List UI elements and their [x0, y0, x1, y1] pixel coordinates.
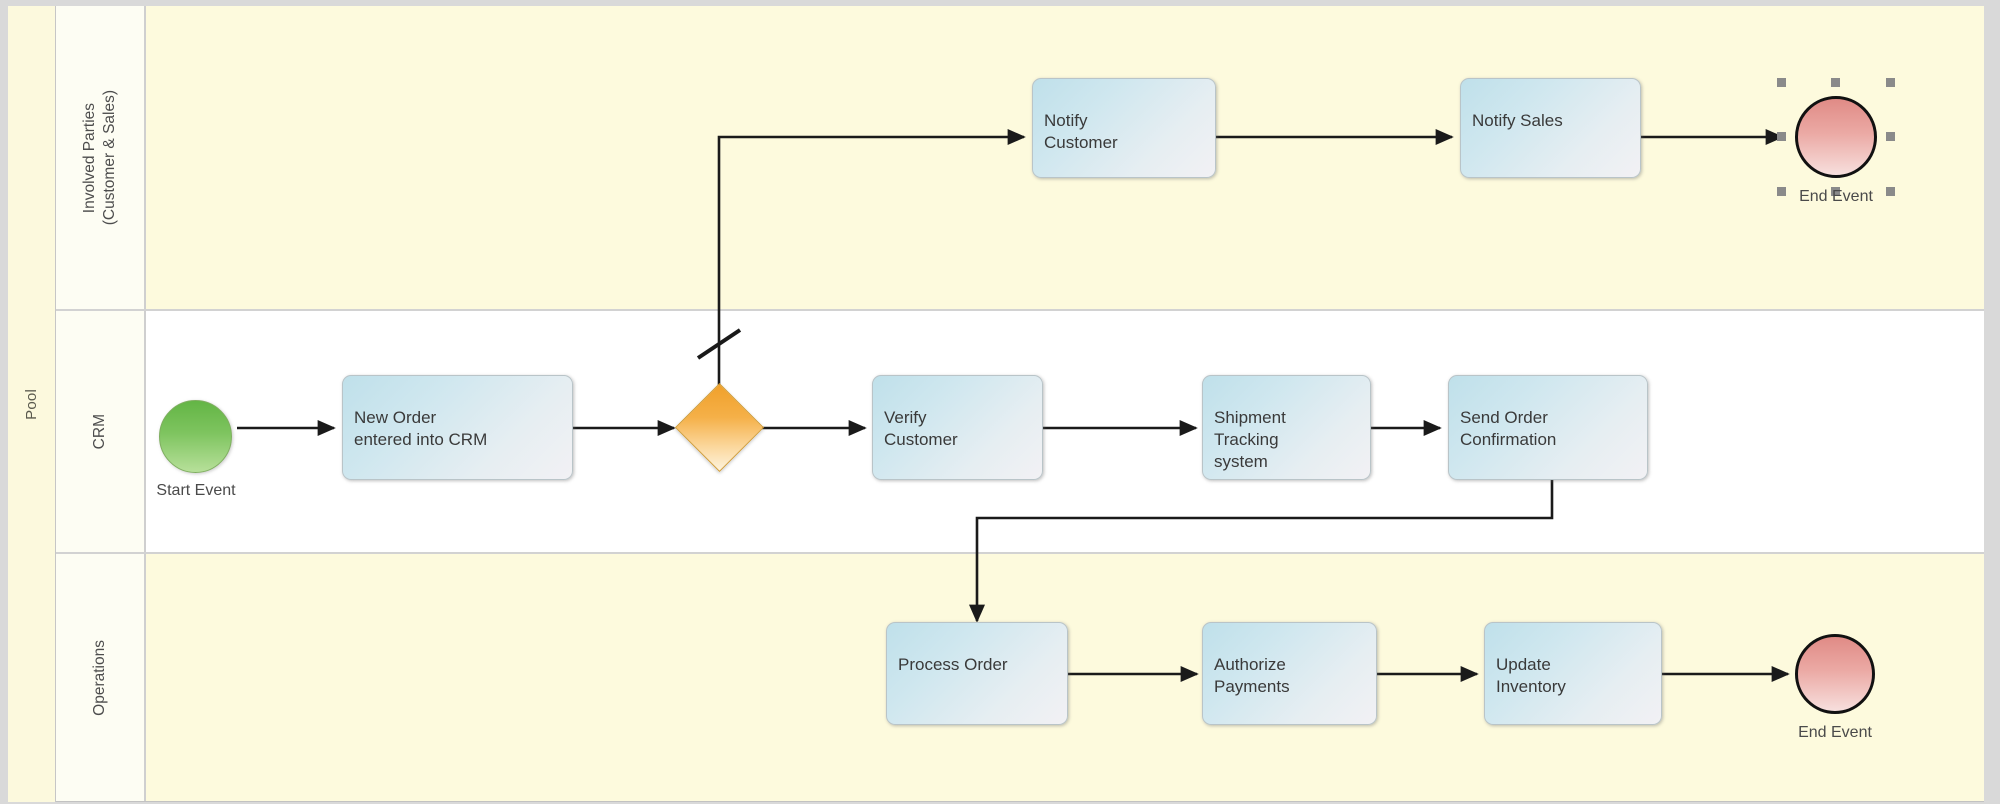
- task-verify-customer-label: Verify Customer: [884, 408, 958, 449]
- lane-header-crm[interactable]: CRM: [56, 311, 146, 552]
- task-new-order-label: New Order entered into CRM: [354, 408, 488, 449]
- lane-crm[interactable]: CRM: [56, 311, 1984, 554]
- end-event-bottom-caption: End Event: [1798, 724, 1872, 741]
- task-notify-sales[interactable]: Notify Sales: [1460, 78, 1641, 178]
- task-verify-customer[interactable]: Verify Customer: [872, 375, 1043, 480]
- task-shipment-tracking-label: Shipment Tracking system: [1214, 408, 1286, 471]
- start-event-caption: Start Event: [156, 482, 236, 499]
- task-authorize-payments[interactable]: Authorize Payments: [1202, 622, 1377, 725]
- task-send-order-confirmation[interactable]: Send Order Confirmation: [1448, 375, 1648, 480]
- task-update-inventory[interactable]: Update Inventory: [1484, 622, 1662, 725]
- task-send-order-confirmation-label: Send Order Confirmation: [1460, 408, 1557, 449]
- lane-header-operations[interactable]: Operations: [56, 554, 146, 801]
- task-shipment-tracking-system[interactable]: Shipment Tracking system: [1202, 375, 1371, 480]
- lane-operations[interactable]: Operations: [56, 554, 1984, 801]
- task-new-order-entered-into-crm[interactable]: New Order entered into CRM: [342, 375, 573, 480]
- task-authorize-payments-label: Authorize Payments: [1214, 655, 1290, 696]
- default-flow-slash-icon: [696, 328, 742, 360]
- task-notify-customer-label: Notify Customer: [1044, 111, 1118, 152]
- task-process-order-label: Process Order: [898, 655, 1008, 674]
- end-event-top[interactable]: [1795, 96, 1877, 178]
- task-notify-customer[interactable]: Notify Customer: [1032, 78, 1216, 178]
- end-event-top-caption: End Event: [1799, 188, 1873, 205]
- lane-header-involved-parties[interactable]: Involved Parties (Customer & Sales): [56, 6, 146, 309]
- flow-gateway-to-notify-customer: [717, 128, 1026, 385]
- task-update-inventory-label: Update Inventory: [1496, 655, 1566, 696]
- end-event-bottom[interactable]: [1795, 634, 1875, 714]
- task-notify-sales-label: Notify Sales: [1472, 111, 1563, 130]
- start-event[interactable]: [159, 400, 232, 473]
- flow-send-confirmation-to-process-order: [968, 478, 1554, 623]
- pool-header[interactable]: Pool: [8, 6, 56, 802]
- task-process-order[interactable]: Process Order: [886, 622, 1068, 725]
